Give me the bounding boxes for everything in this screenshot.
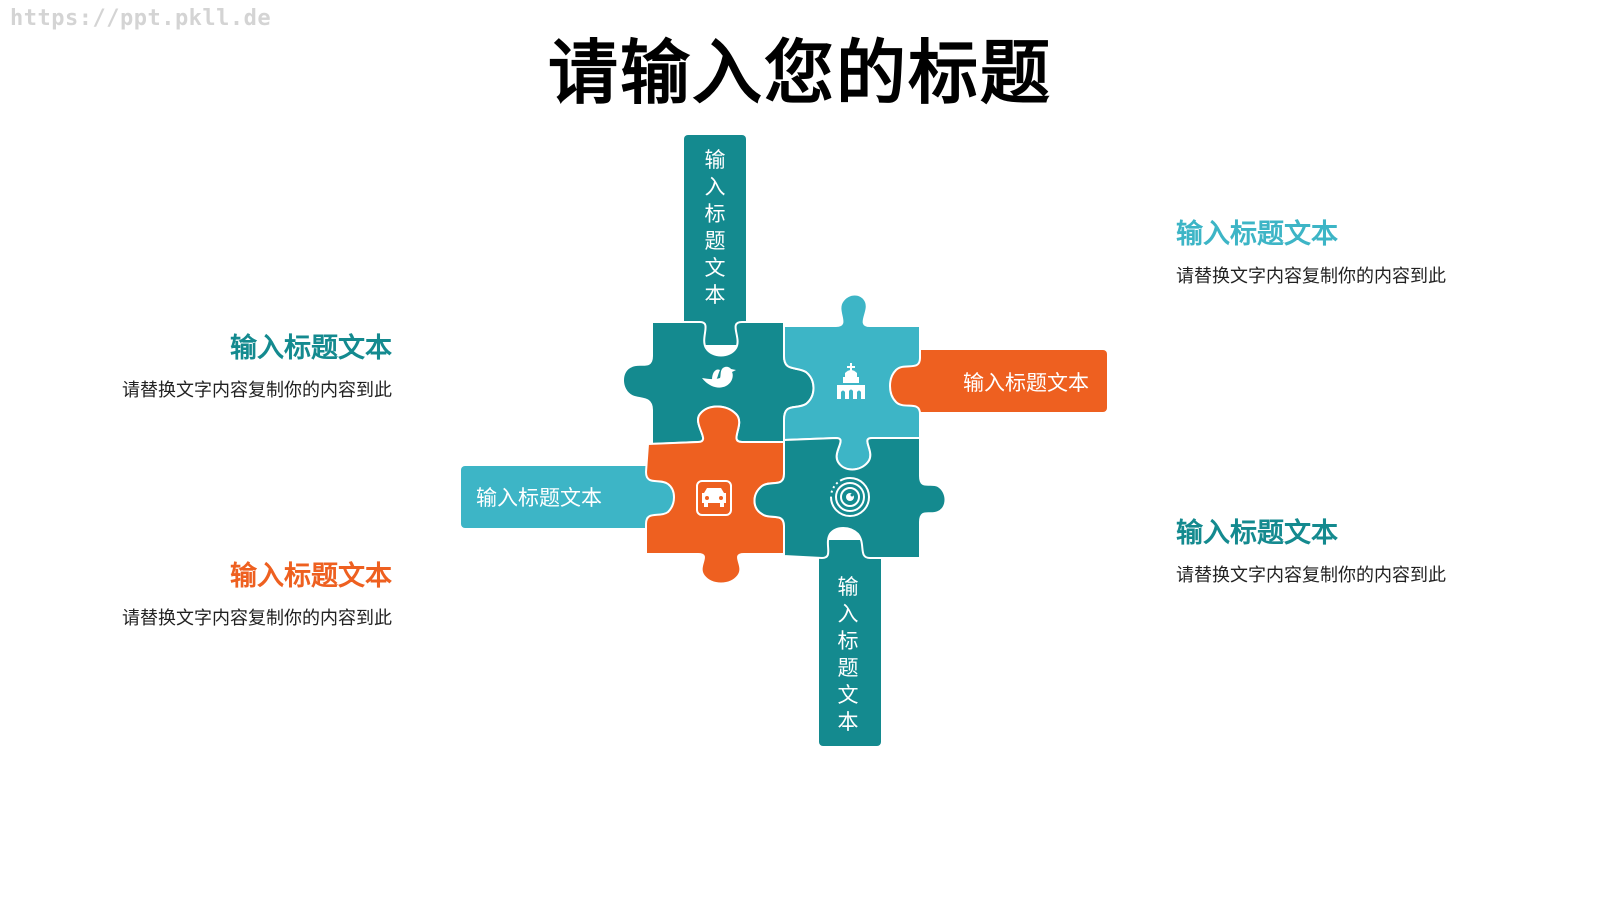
svg-text:题: 题 — [705, 229, 726, 253]
text-block-left-top: 输入标题文本 请替换文字内容复制你的内容到此 — [72, 331, 392, 405]
tab-right-label: 输入标题文本 — [963, 371, 1089, 395]
tab-right — [890, 350, 1107, 412]
block-description: 请替换文字内容复制你的内容到此 — [122, 608, 392, 629]
text-block-right-bottom: 输入标题文本 请替换文字内容复制你的内容到此 — [1176, 516, 1496, 590]
text-block-right-top: 输入标题文本 请替换文字内容复制你的内容到此 — [1176, 217, 1496, 291]
svg-text:题: 题 — [838, 656, 859, 680]
svg-text:输: 输 — [838, 575, 859, 599]
svg-text:标: 标 — [838, 629, 859, 653]
svg-text:本: 本 — [705, 283, 726, 307]
block-title: 输入标题文本 — [230, 561, 392, 592]
svg-text:入: 入 — [838, 602, 859, 626]
svg-text:文: 文 — [705, 256, 726, 280]
block-description: 请替换文字内容复制你的内容到此 — [1176, 266, 1446, 287]
block-title: 输入标题文本 — [1176, 219, 1338, 250]
watermark: https://ppt.pkll.de — [10, 6, 272, 31]
svg-text:输: 输 — [705, 148, 726, 172]
block-description: 请替换文字内容复制你的内容到此 — [1176, 565, 1446, 586]
block-description: 请替换文字内容复制你的内容到此 — [122, 380, 392, 401]
svg-text:标: 标 — [705, 202, 726, 226]
tab-bottom-label: 输 入 标 题 文 本 — [838, 575, 859, 734]
text-block-left-bottom: 输入标题文本 请替换文字内容复制你的内容到此 — [72, 559, 392, 633]
bird-icon — [702, 366, 736, 388]
tab-top-label: 输 入 标 题 文 本 — [705, 148, 726, 307]
svg-text:文: 文 — [838, 683, 859, 707]
church-icon — [837, 363, 865, 399]
block-title: 输入标题文本 — [1176, 518, 1338, 549]
tab-left — [461, 466, 676, 528]
block-title: 输入标题文本 — [230, 333, 392, 364]
tab-bottom — [819, 540, 881, 746]
svg-text:本: 本 — [838, 710, 859, 734]
tab-top — [684, 135, 746, 345]
tab-left-label: 输入标题文本 — [476, 486, 602, 510]
page-title: 请输入您的标题 — [548, 32, 1052, 114]
car-icon — [696, 480, 732, 516]
camera-lens-icon — [830, 477, 870, 517]
svg-text:入: 入 — [705, 175, 726, 199]
